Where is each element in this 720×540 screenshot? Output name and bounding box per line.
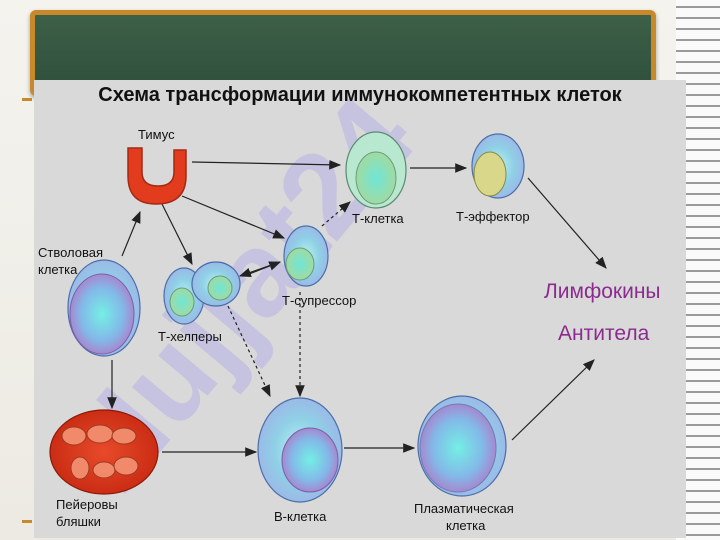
side-marker — [22, 98, 32, 101]
arrow-tsuppressor-tcell-dashed — [321, 201, 351, 227]
t-helpers-label: Т-хелперы — [158, 329, 222, 344]
t-suppressor-cell — [283, 225, 329, 287]
t-suppressor-label: Т-супрессор — [282, 293, 357, 308]
arrow-thymus-thelpers — [161, 203, 193, 266]
antibodies-label: Антитела — [558, 322, 650, 345]
thymus-shape — [127, 147, 187, 205]
arrow-teffector-lymphokines — [527, 177, 607, 269]
b-cell-label: В-клетка — [274, 509, 327, 524]
arrows — [107, 159, 607, 457]
peyer-label-line2: бляшки — [56, 514, 101, 529]
lymphokines-label: Лимфокины — [544, 280, 661, 303]
b-cell — [257, 397, 343, 503]
diagram-title: Схема трансформации иммунокомпетентных к… — [98, 84, 622, 106]
stem-cell-label-line2: клетка — [38, 262, 78, 277]
t-cell-label: Т-клетка — [352, 211, 404, 226]
arrow-thelpers-bcell-dashed — [227, 305, 271, 398]
arrow-stem-thymus — [121, 210, 141, 257]
stem-cell-label-line1: Стволовая — [38, 245, 104, 260]
side-marker — [22, 520, 32, 523]
plasma-label-line1: Плазматическая — [414, 501, 514, 516]
plasma-label-line2: клетка — [446, 518, 486, 533]
t-effector-cell — [471, 133, 525, 199]
t-helper-cell — [191, 261, 241, 307]
t-cell — [345, 131, 407, 209]
arrow-thelpers-tsuppressor — [243, 261, 282, 277]
peyer-patches — [49, 409, 159, 495]
arrow-thymus-tcell — [191, 159, 342, 170]
peyer-label-line1: Пейеровы — [56, 497, 118, 512]
plasma-cell — [417, 395, 507, 497]
arrow-thymus-tsuppressor — [181, 195, 286, 239]
stem-cell — [67, 259, 141, 357]
arrow-plasma-antibodies — [511, 359, 595, 441]
t-effector-label: Т-эффектор — [456, 209, 530, 224]
thymus-label: Тимус — [138, 127, 175, 142]
